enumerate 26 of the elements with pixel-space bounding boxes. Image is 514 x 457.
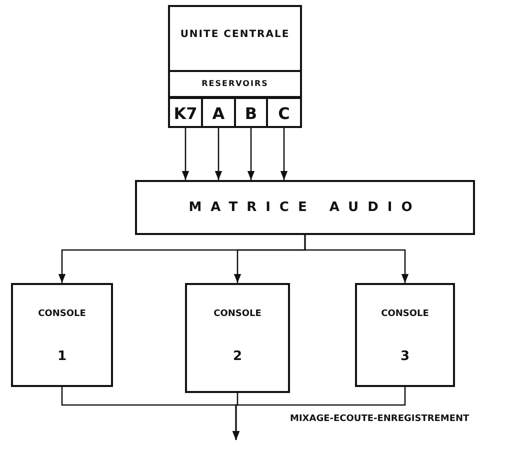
- node-label: MATRICE AUDIO: [188, 200, 422, 215]
- console-box: [185, 283, 290, 393]
- console-number: 3: [399, 349, 411, 364]
- node-label: CONSOLE: [380, 309, 430, 319]
- node-label: A: [211, 104, 226, 123]
- node-label: CONSOLE: [212, 309, 262, 319]
- node-label: C: [277, 104, 291, 123]
- central-unit-box: [168, 5, 302, 128]
- reservoirs-row: [168, 70, 302, 98]
- node-label: CONSOLE: [37, 309, 87, 319]
- console-number: 2: [232, 349, 244, 364]
- node-label: UNITE CENTRALE: [179, 29, 291, 40]
- arrow: [182, 128, 190, 180]
- audio-matrix-box: [135, 180, 475, 235]
- arrow: [280, 128, 288, 180]
- node-label: RESERVOIRS: [200, 79, 270, 88]
- node-label: K7: [172, 104, 198, 123]
- arrow: [247, 128, 255, 180]
- console-number: 1: [56, 349, 68, 364]
- console-box: [11, 283, 113, 387]
- console-box: [355, 283, 455, 387]
- node-label: B: [244, 104, 258, 123]
- output-label: MIXAGE-ECOUTE-ENREGISTREMENT: [290, 414, 470, 424]
- arrow: [304, 235, 409, 283]
- arrow: [214, 128, 222, 180]
- arrow: [232, 387, 406, 440]
